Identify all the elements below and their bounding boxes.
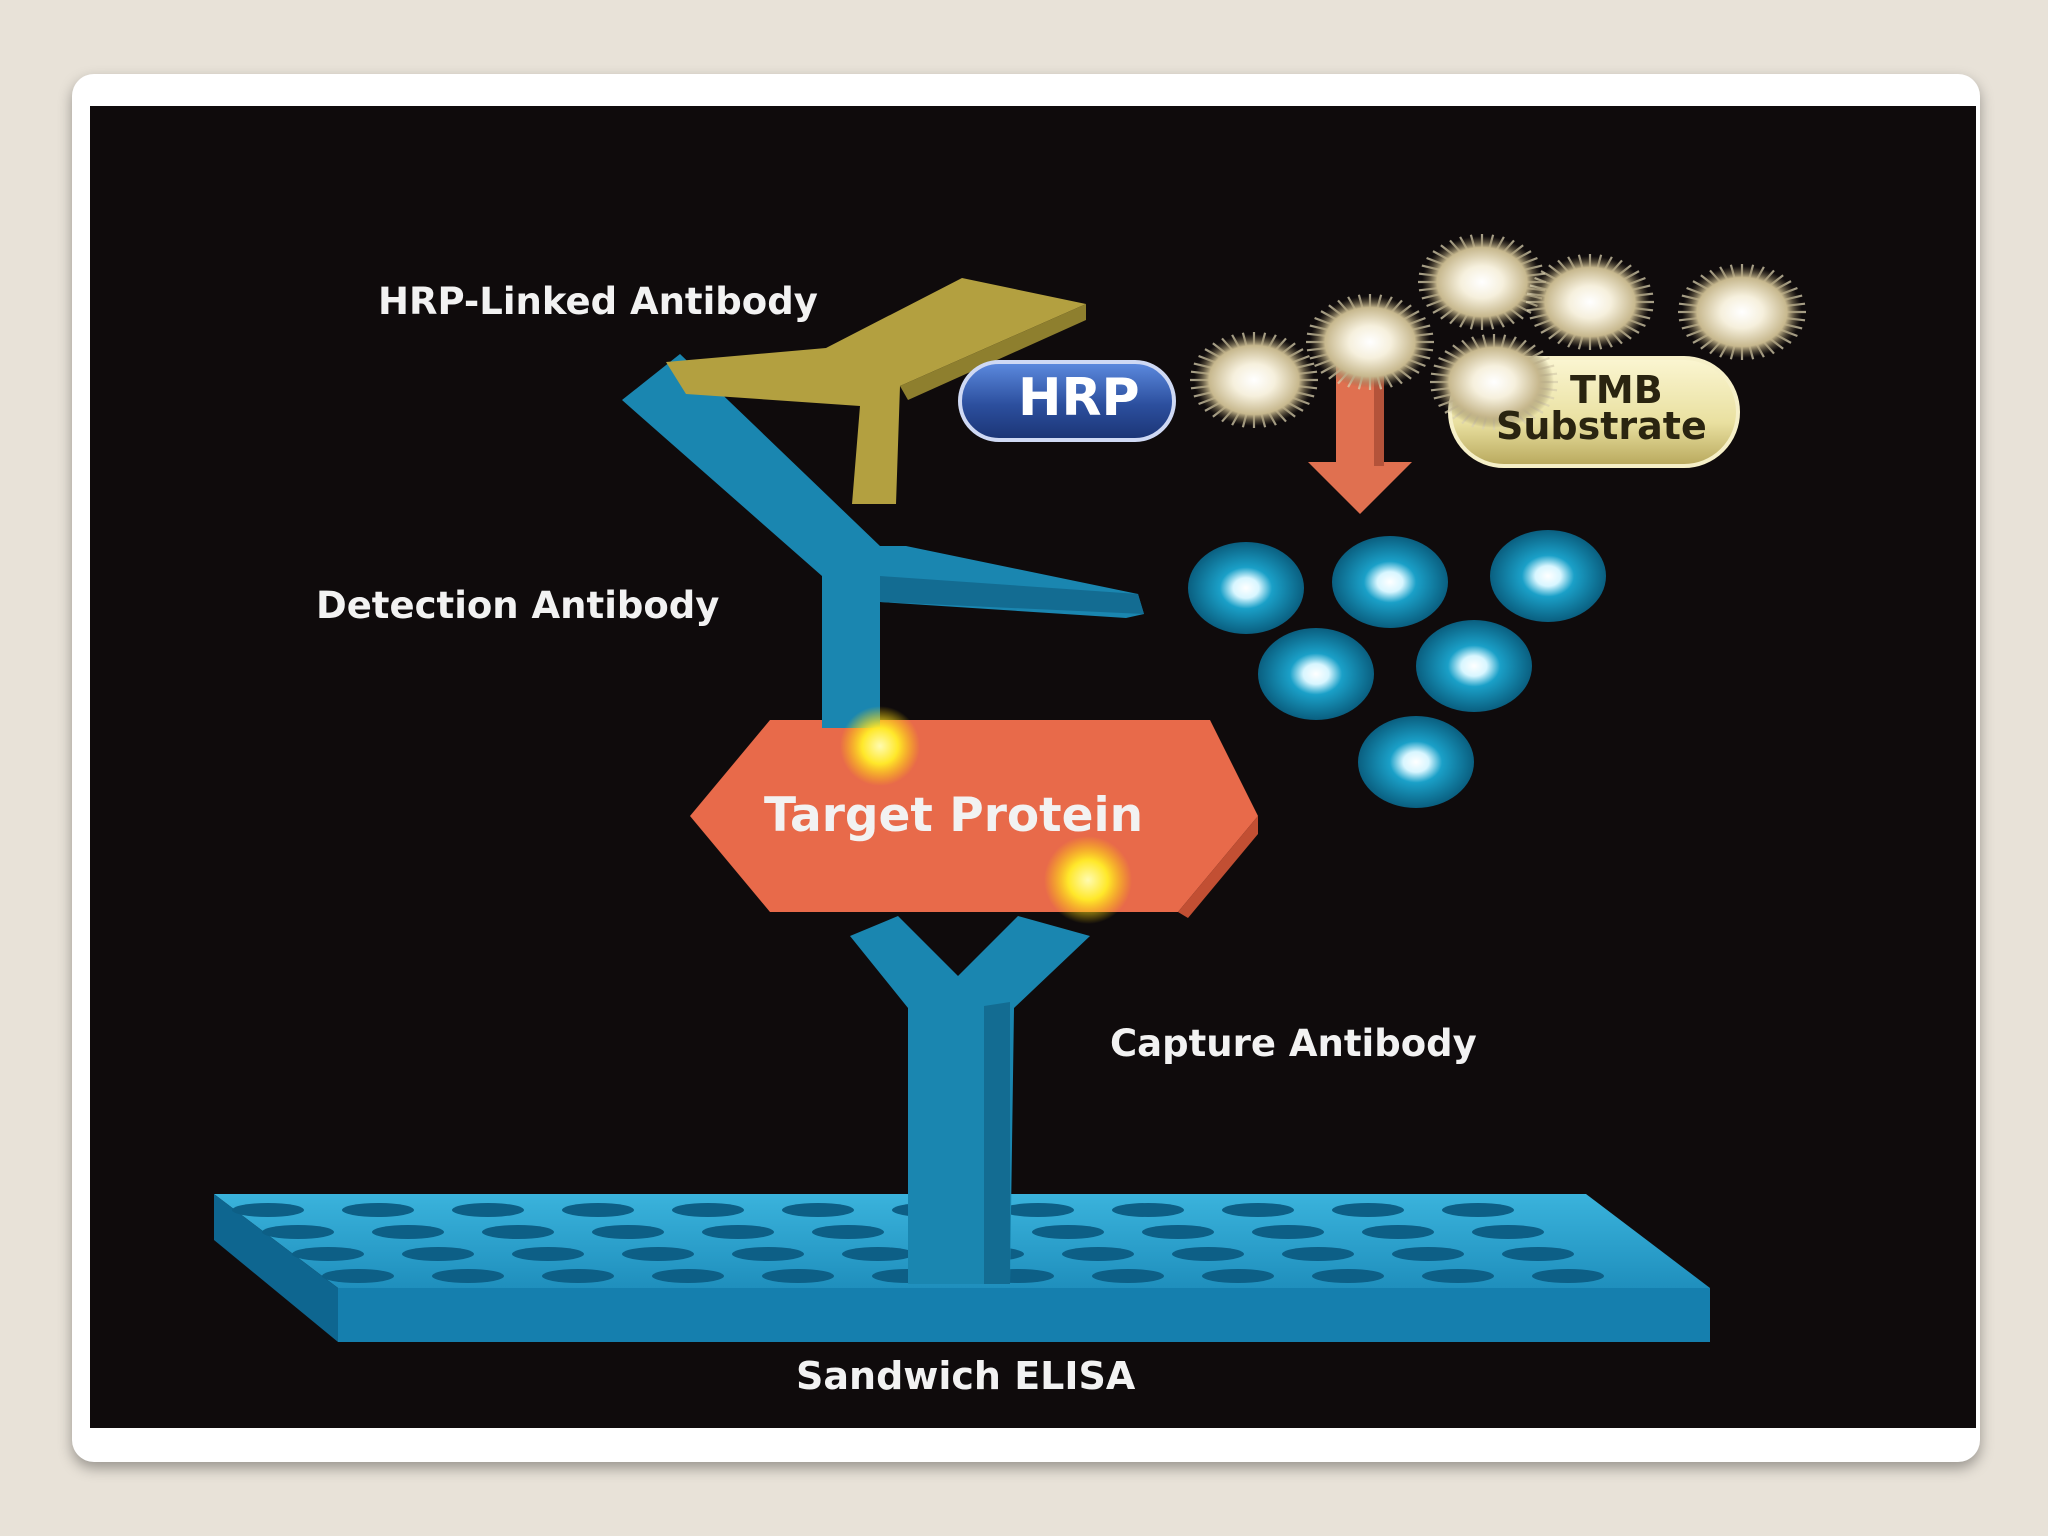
plate-well [1472,1225,1544,1239]
plate-well [322,1269,394,1283]
plate-well [1442,1203,1514,1217]
binding-glow-detection [840,706,920,786]
plate-well [702,1225,774,1239]
substrate-particle [1190,332,1318,428]
plate-well [482,1225,554,1239]
plate-well [1222,1203,1294,1217]
particle-core [1682,266,1802,358]
plate-well [1422,1269,1494,1283]
hrp-linked-antibody-shape [666,278,1086,504]
detection-antibody-shape [622,354,1144,728]
product-particle [1416,620,1532,712]
plate-well [1202,1269,1274,1283]
particle-core [1422,236,1542,328]
plate-well [782,1203,854,1217]
plate-well [1502,1247,1574,1261]
product-particle [1490,530,1606,622]
plate-well [512,1247,584,1261]
plate-well [562,1203,634,1217]
product-particle [1332,536,1448,628]
particle-core [1194,334,1314,426]
hrp-linked-antibody-label: HRP-Linked Antibody [378,280,818,323]
plate-well [1112,1203,1184,1217]
hrp-badge [958,360,1176,442]
binding-glow-capture [1044,836,1132,924]
plate-well [812,1225,884,1239]
plate-well [432,1269,504,1283]
plate-well [762,1269,834,1283]
detection-antibody-label: Detection Antibody [316,584,720,627]
plate-well [842,1247,914,1261]
plate-well [1282,1247,1354,1261]
plate-well [542,1269,614,1283]
product-particle [1188,542,1304,634]
plate-well [1002,1203,1074,1217]
product-particles [1188,530,1606,808]
target-protein-label: Target Protein [764,788,1144,843]
plate-well [372,1225,444,1239]
diagram-canvas [214,234,1806,1342]
particle-core [1434,336,1554,428]
diagram-caption: Sandwich ELISA [796,1354,1136,1398]
tmb-label-line1: TMB [1570,368,1663,412]
plate-well [732,1247,804,1261]
plate-well [232,1203,304,1217]
plate-well [1032,1225,1104,1239]
plate-well [342,1203,414,1217]
substrate-particle [1526,254,1654,350]
hrp-label: HRP [1018,368,1140,428]
capture-antibody-shape [850,916,1090,1284]
plate-well [1252,1225,1324,1239]
particle-core [1310,296,1430,388]
product-particle [1358,716,1474,808]
plate-well [652,1269,724,1283]
plate-well [292,1247,364,1261]
substrate-particles [1190,234,1806,430]
plate-well [1142,1225,1214,1239]
substrate-particle [1678,264,1806,360]
elisa-diagram: HRP-Linked Antibody Detection Antibody C… [90,106,1976,1428]
plate-well [1392,1247,1464,1261]
plate-well [1362,1225,1434,1239]
plate-well [1332,1203,1404,1217]
capture-antibody-label: Capture Antibody [1110,1022,1477,1065]
plate-well [1062,1247,1134,1261]
substrate-particle [1306,294,1434,390]
plate-well [592,1225,664,1239]
tmb-label-line2: Substrate [1496,404,1707,448]
substrate-particle [1418,234,1546,330]
plate-well [452,1203,524,1217]
plate-well [1532,1269,1604,1283]
plate-well [1092,1269,1164,1283]
plate-well [1172,1247,1244,1261]
plate-well [672,1203,744,1217]
particle-core [1530,256,1650,348]
substrate-particle [1430,334,1558,430]
product-particle [1258,628,1374,720]
plate-well [1312,1269,1384,1283]
plate-well [622,1247,694,1261]
plate-well [402,1247,474,1261]
plate-well [262,1225,334,1239]
